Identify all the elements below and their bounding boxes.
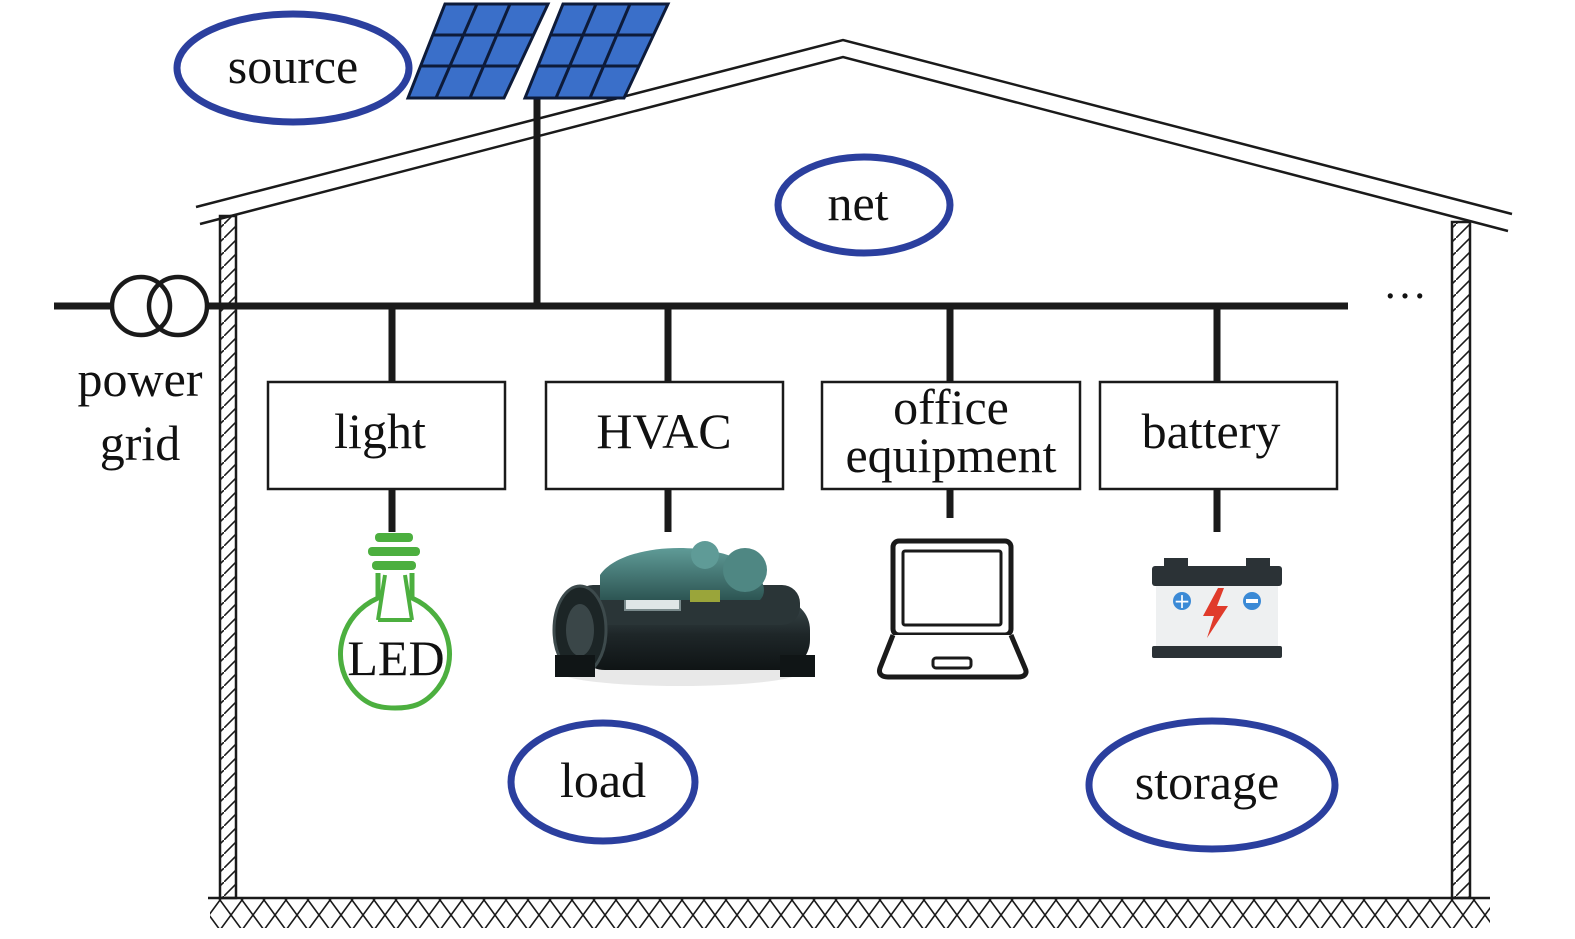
light-label: light	[334, 403, 426, 459]
box-light: light	[266, 380, 507, 491]
roof-inner-line	[199, 55, 1509, 233]
roof-outer-line	[195, 38, 1513, 216]
office-label-line2: equipment	[845, 427, 1056, 483]
storage-label: storage	[1135, 754, 1279, 810]
left-wall	[218, 214, 238, 900]
house-structure	[195, 38, 1513, 928]
oval-storage: storage	[1085, 717, 1339, 853]
svg-text:+: +	[1174, 589, 1191, 613]
ground-hatch	[210, 898, 1490, 928]
grid-label: grid	[100, 415, 181, 471]
solar-panel-right	[522, 2, 671, 100]
source-label: source	[228, 38, 359, 94]
chiller-icon	[552, 541, 815, 686]
box-battery: battery	[1098, 380, 1339, 491]
main-bus	[54, 96, 1348, 532]
power-label: power	[78, 351, 203, 407]
load-label: load	[560, 752, 646, 808]
laptop-icon	[877, 538, 1029, 680]
ellipsis-label: …	[1383, 259, 1427, 308]
led-label: LED	[347, 630, 444, 686]
hvac-label: HVAC	[596, 403, 731, 459]
right-wall	[1450, 220, 1472, 900]
box-hvac: HVAC	[544, 380, 785, 491]
office-label-line1: office	[893, 379, 1009, 435]
car-battery-icon: +	[1152, 558, 1282, 658]
oval-load: load	[507, 719, 699, 845]
box-office: office equipment	[820, 379, 1082, 491]
net-label: net	[827, 175, 888, 231]
battery-label: battery	[1142, 403, 1281, 459]
solar-panel-left	[405, 2, 551, 100]
solar-panel-icon	[405, 2, 671, 100]
transformer-icon	[109, 274, 210, 338]
oval-net: net	[774, 153, 954, 257]
oval-source: source	[173, 10, 413, 126]
led-bulb-icon: LED	[338, 533, 452, 711]
